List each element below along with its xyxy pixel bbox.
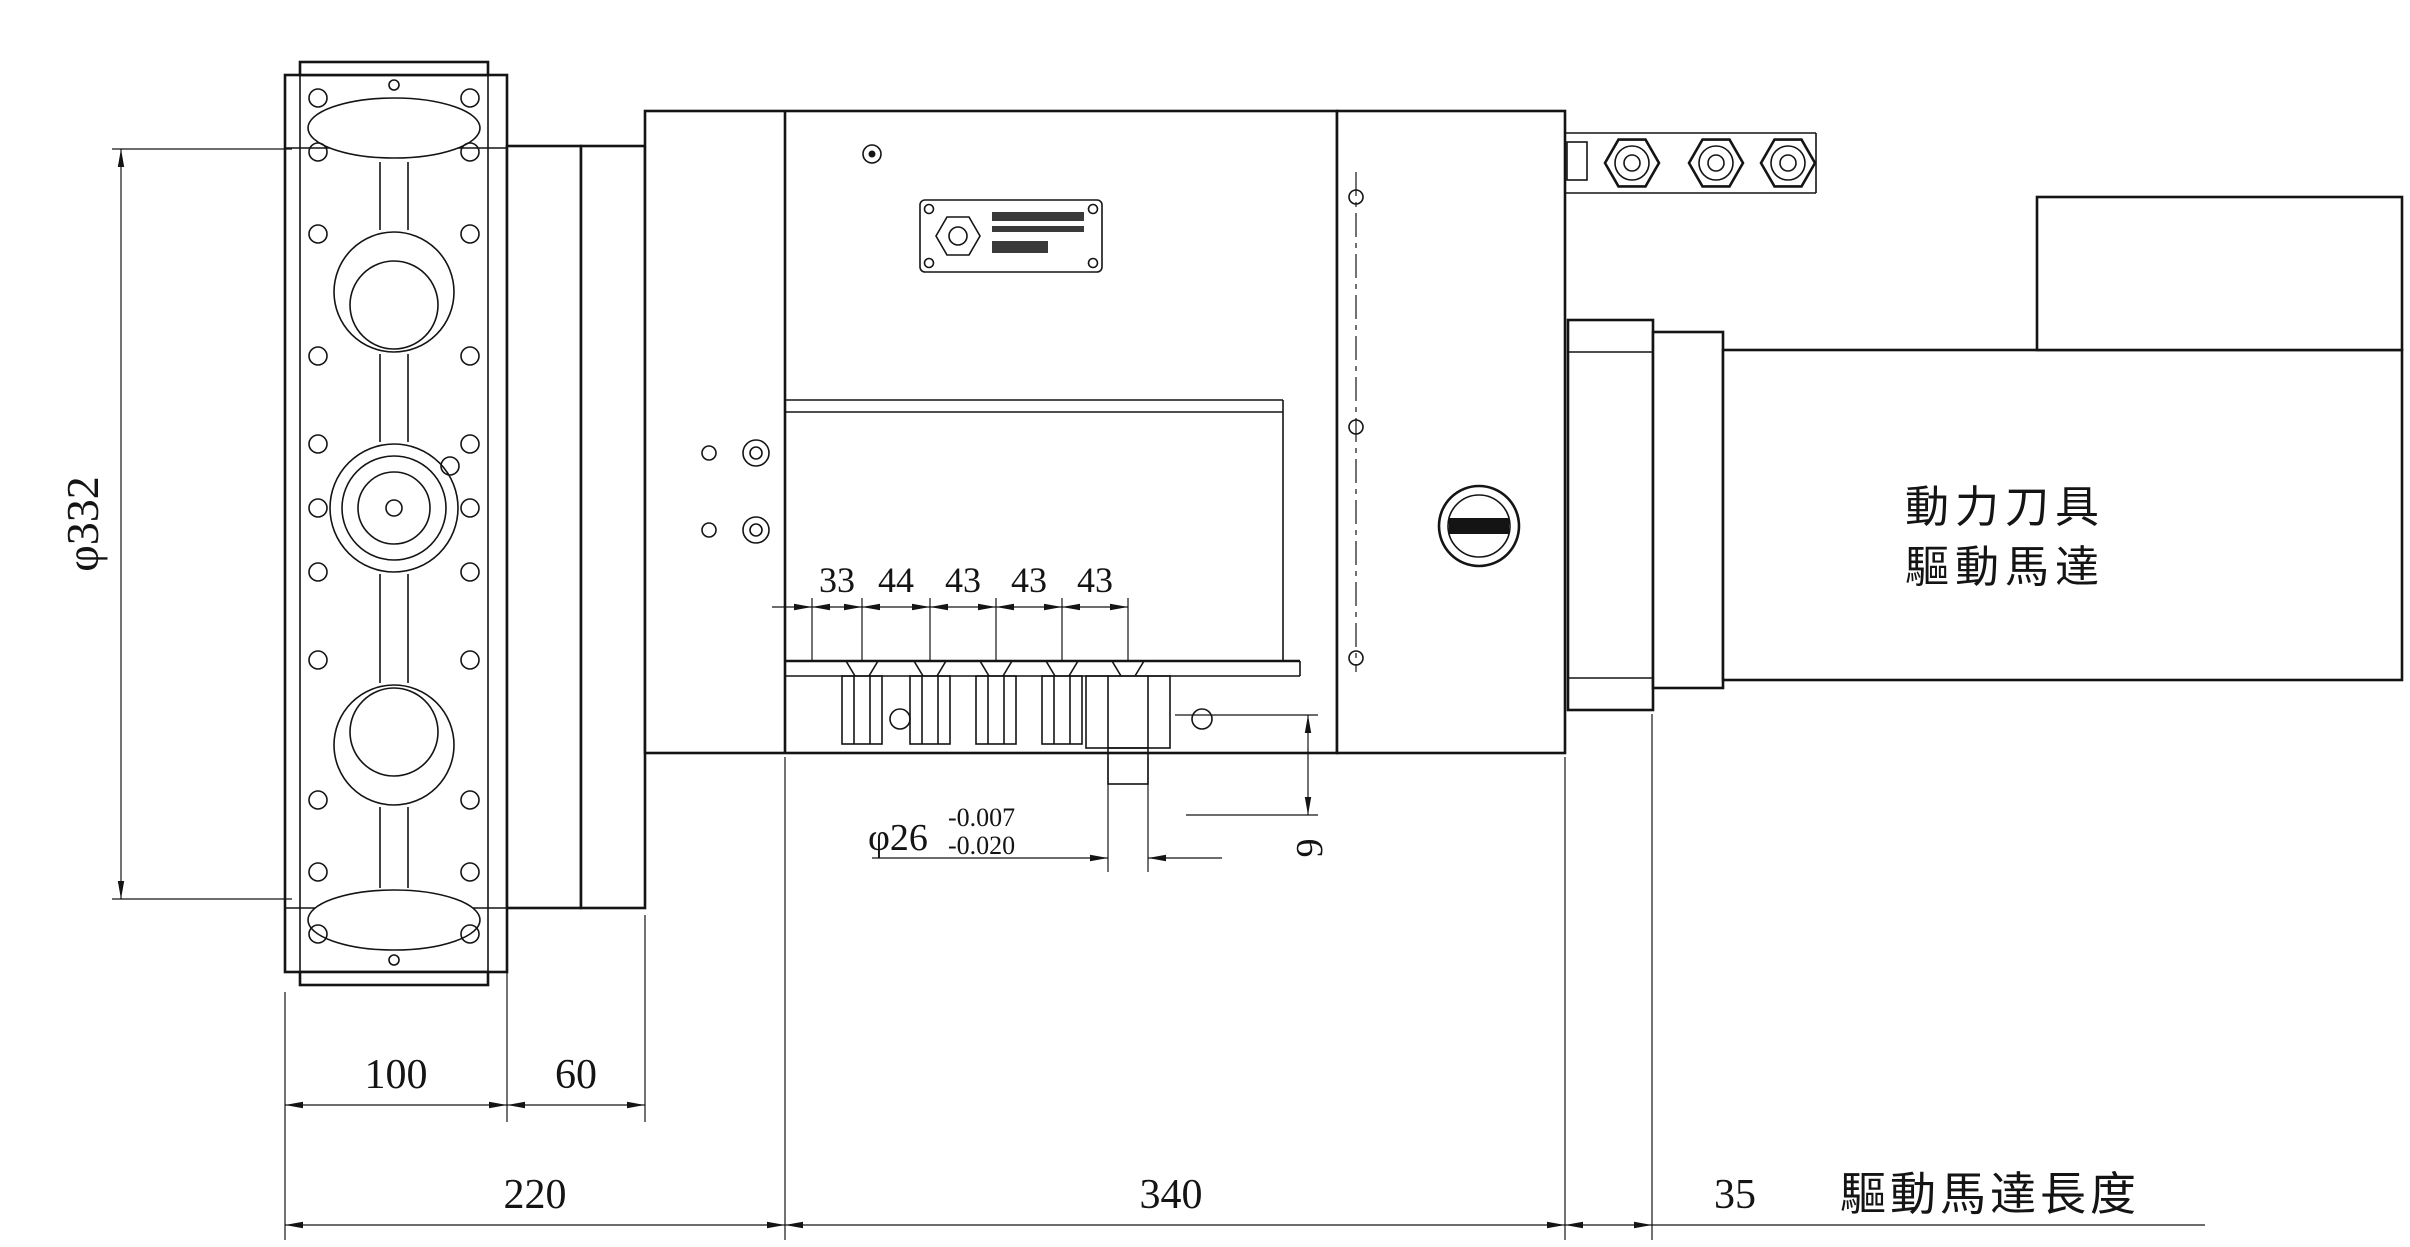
nameplate	[919, 199, 1103, 273]
top-pin-hole	[862, 144, 882, 164]
clamp-blocks	[841, 675, 1083, 745]
bottom-pocket	[307, 889, 481, 951]
center-slot	[379, 162, 409, 888]
dim-label-pitch-4: 43	[1011, 560, 1047, 600]
dim-label-bore: φ26	[868, 817, 928, 859]
dim-label-front-length: 220	[504, 1172, 567, 1218]
tool-stations	[785, 659, 1301, 785]
dim-label-pitch-5: 43	[1077, 560, 1113, 600]
upper-ball-socket	[333, 231, 455, 353]
station-screw-right	[1191, 708, 1213, 730]
dimension-turret-diameter: φ332	[57, 148, 292, 900]
dim-label-adapter-width: 60	[555, 1052, 597, 1098]
dim-label-pitch-3: 43	[945, 560, 981, 600]
main-body	[643, 109, 1339, 755]
terminal-box	[2035, 195, 2404, 352]
dim-label-bore-tol-upper: -0.007	[948, 803, 1015, 832]
top-pocket	[307, 97, 481, 159]
motor-name-line1: 動力刀具	[1905, 483, 2105, 532]
hexagon-logo-icon	[935, 216, 981, 256]
motor-name-line2: 驅動馬達	[1905, 543, 2105, 592]
dimension-overall-lengths: 220 340 35 驅動馬達長度	[285, 714, 2205, 1240]
dim-label-motor-length: 驅動馬達長度	[1840, 1169, 2140, 1220]
adapter-flange	[505, 144, 647, 910]
dim-label-offset-depth: 9	[1289, 839, 1331, 858]
dim-label-body-length: 340	[1140, 1172, 1203, 1218]
motor-spacer-plate	[1566, 318, 1655, 712]
dimension-bore-diameter: φ26 -0.007 -0.020	[868, 758, 1222, 872]
hex-fitting-2	[1687, 138, 1745, 188]
motor-body	[1721, 348, 2404, 682]
dimension-disc-and-adapter: 100 60	[284, 915, 646, 1240]
dimension-offset-depth: 9	[1175, 714, 1331, 858]
hex-fitting-1	[1603, 138, 1661, 188]
gear-housing	[1335, 109, 1567, 755]
lower-ball-socket	[333, 684, 455, 806]
face-screws	[701, 439, 770, 544]
dim-label-pitch-2: 44	[878, 560, 914, 600]
wedge-slots	[845, 660, 1145, 677]
dimensions: φ332 33 44 43 43 43	[57, 148, 2205, 1240]
dim-label-bore-tol-lower: -0.020	[948, 831, 1015, 860]
turret-disc	[283, 60, 509, 987]
oil-plug	[1437, 484, 1521, 568]
bolt-holes	[308, 88, 480, 944]
dim-label-pitch-1: 33	[819, 560, 855, 600]
station-screw-left	[889, 708, 911, 730]
dim-label-spacer-width: 35	[1714, 1172, 1756, 1218]
dim-label-disc-width: 100	[365, 1052, 428, 1098]
coolant-fittings	[1565, 132, 1817, 194]
motor-flange	[1651, 330, 1725, 690]
dim-label-turret-diameter: φ332	[57, 476, 108, 572]
dimension-station-pitches: 33 44 43 43 43	[772, 560, 1129, 662]
hex-fitting-3	[1759, 138, 1817, 188]
drive-motor: 動力刀具 驅動馬達	[1566, 195, 2404, 712]
center-bore	[329, 443, 460, 573]
